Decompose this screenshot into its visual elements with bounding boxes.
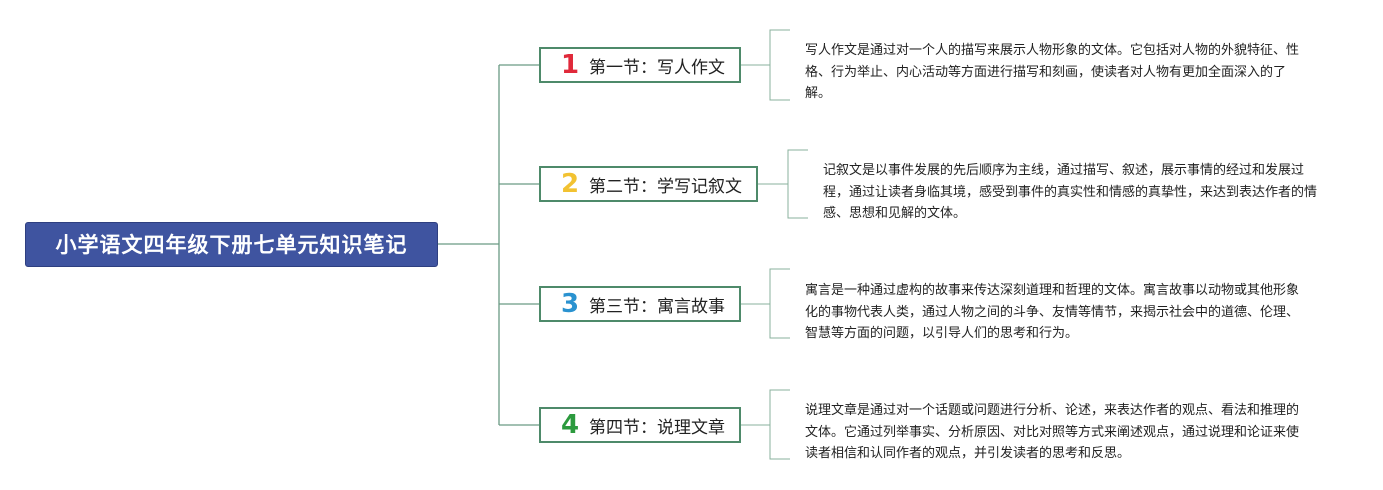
- section-description-4: 说理文章是通过对一个话题或问题进行分析、论述，来表达作者的观点、看法和推理的文体…: [805, 403, 1300, 461]
- section-node-2[interactable]: 2 第二节：学写记叙文: [539, 166, 758, 202]
- bracket-2: [757, 149, 808, 219]
- section-label: 第一节：写人作文: [589, 57, 725, 78]
- section-label: 第三节：寓言故事: [589, 296, 725, 317]
- number-4-icon: 4: [560, 410, 580, 440]
- root-title: 小学语文四年级下册七单元知识笔记: [25, 222, 438, 267]
- section-description-1: 写人作文是通过对一个人的描写来展示人物形象的文体。它包括对人物的外貌特征、性格、…: [805, 43, 1300, 101]
- number-2-icon: 2: [560, 169, 580, 199]
- section-node-1[interactable]: 1 第一节：写人作文: [539, 47, 741, 83]
- bracket-3: [740, 268, 790, 339]
- section-label: 第二节：学写记叙文: [589, 176, 742, 197]
- section-node-4[interactable]: 4 第四节：说理文章: [539, 407, 741, 443]
- section-description-2: 记叙文是以事件发展的先后顺序为主线，通过描写、叙述，展示事情的经过和发展过程，通…: [823, 163, 1318, 221]
- bracket-4: [740, 389, 790, 460]
- bracket-1: [740, 29, 790, 101]
- section-label: 第四节：说理文章: [589, 417, 725, 438]
- number-3-icon: 3: [560, 289, 580, 319]
- number-1-icon: 1: [560, 50, 580, 80]
- section-node-3[interactable]: 3 第三节：寓言故事: [539, 286, 741, 322]
- section-description-3: 寓言是一种通过虚构的故事来传达深刻道理和哲理的文体。寓言故事以动物或其他形象化的…: [805, 283, 1300, 341]
